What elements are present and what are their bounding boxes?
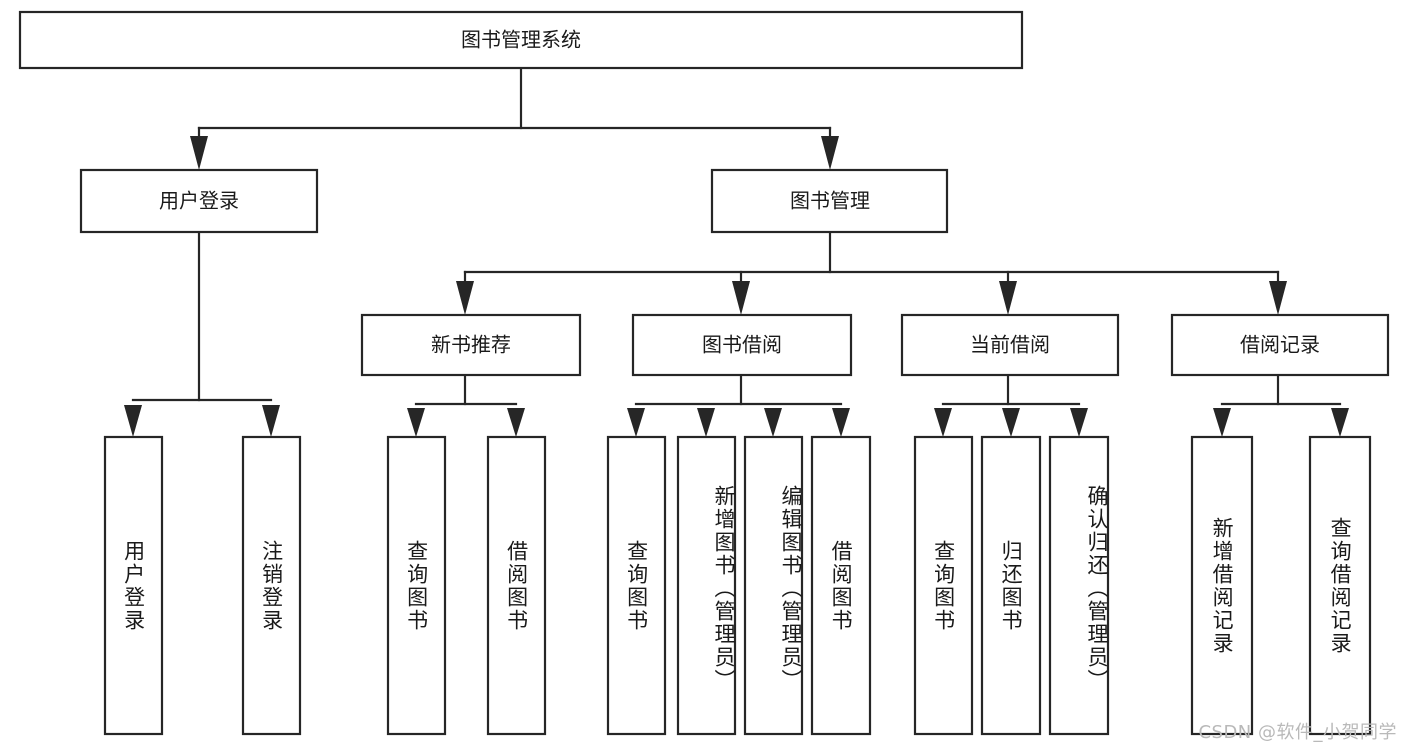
connector-group-new-book <box>407 373 525 437</box>
arrow-head-icon <box>1213 408 1231 437</box>
connector-group-user-login <box>124 230 280 437</box>
arrow-head-icon <box>697 408 715 437</box>
leaf-box-add-book[interactable] <box>676 435 737 736</box>
leaf-box-logout[interactable] <box>241 435 302 736</box>
arrow-head-icon <box>1331 408 1349 437</box>
leaf-box-edit-book[interactable] <box>743 435 804 736</box>
connector-group-book-borrow <box>627 373 850 437</box>
arrow-head-icon <box>507 408 525 437</box>
arrow-head-icon <box>821 136 839 170</box>
node-user-login-box[interactable] <box>79 168 319 234</box>
arrow-head-icon <box>190 136 208 170</box>
arrow-head-icon <box>764 408 782 437</box>
node-borrow-record-box[interactable] <box>1170 313 1390 377</box>
arrow-head-icon <box>832 408 850 437</box>
node-user-login-label: 用户登录 <box>159 189 239 213</box>
watermark-text: CSDN @软件_小贺同学 <box>1198 722 1397 743</box>
node-root-box[interactable] <box>18 10 1024 70</box>
arrow-head-icon <box>934 408 952 437</box>
arrow-head-icon <box>456 281 474 315</box>
node-current-borrow-box[interactable] <box>900 313 1120 377</box>
arrow-head-icon <box>1269 281 1287 315</box>
node-book-management-box[interactable] <box>710 168 949 234</box>
node-root[interactable]: 图书管理系统 <box>18 10 1024 70</box>
connector-group-root <box>190 66 839 170</box>
connector-group-current-borrow <box>934 373 1088 437</box>
node-root-label: 图书管理系统 <box>461 28 581 52</box>
node-book-borrow[interactable]: 图书借阅 <box>631 313 853 377</box>
node-current-borrow[interactable]: 当前借阅 <box>900 313 1120 377</box>
arrow-head-icon <box>1070 408 1088 437</box>
arrow-head-icon <box>124 405 142 437</box>
leaf-box-user-login[interactable] <box>103 435 164 736</box>
leaf-box-query-book-2[interactable] <box>606 435 667 736</box>
leaf-box-query-book-1[interactable] <box>386 435 447 736</box>
leaf-box-borrow-book-2[interactable] <box>810 435 872 736</box>
arrow-head-icon <box>262 405 280 437</box>
leaf-box-confirm-return[interactable] <box>1048 435 1110 736</box>
arrow-head-icon <box>407 408 425 437</box>
leaf-box-return-book[interactable] <box>980 435 1042 736</box>
leaf-box-borrow-book-1[interactable] <box>486 435 547 736</box>
node-current-borrow-label: 当前借阅 <box>970 333 1050 357</box>
node-book-borrow-box[interactable] <box>631 313 853 377</box>
connector-group-borrow-record <box>1213 373 1349 437</box>
node-book-management-label: 图书管理 <box>790 189 870 213</box>
arrow-head-icon <box>732 281 750 315</box>
node-new-book-recommend[interactable]: 新书推荐 <box>360 313 582 377</box>
leaf-box-query-book-3[interactable] <box>913 435 974 736</box>
arrow-head-icon <box>1002 408 1020 437</box>
node-borrow-record[interactable]: 借阅记录 <box>1170 313 1390 377</box>
leaf-box-query-record[interactable] <box>1308 435 1372 736</box>
node-borrow-record-label: 借阅记录 <box>1240 333 1320 357</box>
node-user-login[interactable]: 用户登录 <box>79 168 319 234</box>
connector-group-book-management <box>456 230 1287 315</box>
node-new-book-recommend-label: 新书推荐 <box>431 333 511 357</box>
arrow-head-icon <box>627 408 645 437</box>
arrow-head-icon <box>999 281 1017 315</box>
node-new-book-recommend-box[interactable] <box>360 313 582 377</box>
leaf-box-add-record[interactable] <box>1190 435 1254 736</box>
node-book-borrow-label: 图书借阅 <box>702 333 782 357</box>
node-book-management[interactable]: 图书管理 <box>710 168 949 234</box>
